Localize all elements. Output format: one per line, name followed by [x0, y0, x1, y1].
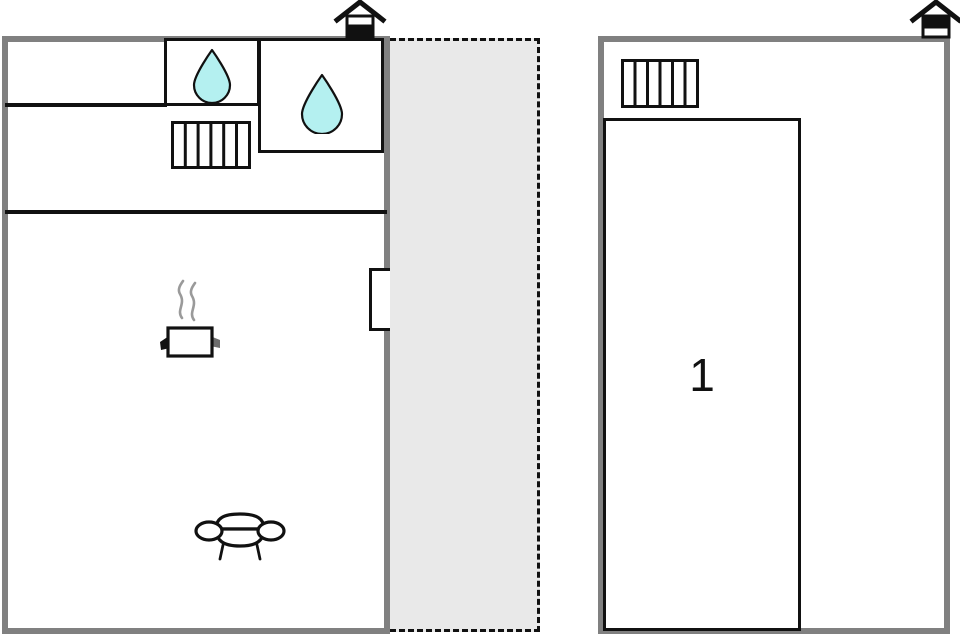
entrance-house-icon[interactable] — [909, 0, 960, 45]
entrance-house-icon[interactable] — [333, 0, 387, 45]
sofa-icon — [194, 505, 286, 563]
water-drop-icon — [190, 47, 234, 103]
inner-wall-horizontal-mid — [5, 210, 387, 214]
room-number-label: 1 — [689, 348, 715, 401]
stairs-icon — [621, 59, 699, 108]
inner-wall-horizontal-upper-left — [5, 103, 167, 107]
terrace-area[interactable] — [390, 38, 540, 632]
room-1[interactable]: 1 — [603, 118, 801, 631]
water-drop-icon — [297, 72, 347, 134]
stairs-icon — [171, 121, 251, 169]
cooking-pot-icon — [152, 278, 228, 360]
door-icon[interactable] — [369, 268, 394, 331]
